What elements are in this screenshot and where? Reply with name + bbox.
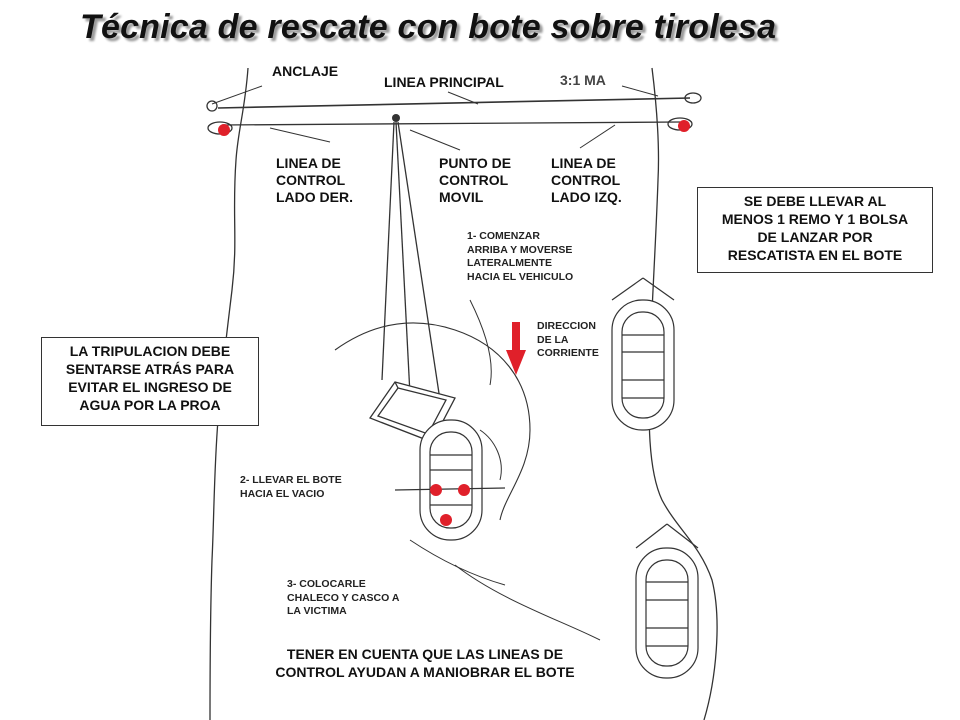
anchor-label: ANCLAJE xyxy=(272,63,339,79)
rescuer-1 xyxy=(430,484,442,496)
equipment-note-box: SE DEBE LLEVAR AL MENOS 1 REMO Y 1 BOLSA… xyxy=(697,187,933,273)
victim xyxy=(440,514,452,526)
page-title: Técnica de rescate con bote sobre tirole… xyxy=(80,8,777,46)
current-direction-arrow-icon xyxy=(506,322,526,375)
raft-middle xyxy=(394,419,506,541)
control-line-left-label: LINEA DE CONTROL LADO IZQ. xyxy=(551,155,622,205)
main-line xyxy=(217,97,691,109)
main-line-lower xyxy=(221,121,681,126)
main-line-label: LINEA PRINCIPAL xyxy=(384,74,504,90)
trolley-pulley xyxy=(392,114,400,122)
left-anchor xyxy=(206,100,233,136)
raft-right-bottom xyxy=(635,523,699,679)
current-line-5 xyxy=(454,564,601,641)
control-line-right-label: LINEA DE CONTROL LADO DER. xyxy=(276,155,353,205)
current-line-6 xyxy=(479,429,502,481)
step-1-label: 1- COMENZAR ARRIBA Y MOVERSE LATERALMENT… xyxy=(467,230,574,283)
ma-label: 3:1 MA xyxy=(560,72,606,88)
step-3-label: 3- COLOCARLE CHALECO Y CASCO A LA VICTIM… xyxy=(287,578,400,617)
crew-note-box: LA TRIPULACION DEBE SENTARSE ATRÁS PARA … xyxy=(41,337,259,426)
step-2-label: 2- LLEVAR EL BOTE HACIA EL VACIO xyxy=(240,474,342,500)
raft-right-top xyxy=(611,277,675,431)
current-line-4 xyxy=(409,539,506,586)
moving-control-point-label: PUNTO DE CONTROL MOVIL xyxy=(439,155,512,205)
control-lines-note: TENER EN CUENTA QUE LAS LINEAS DE CONTRO… xyxy=(275,646,575,680)
current-direction-label: DIRECCION DE LA CORRIENTE xyxy=(537,320,599,359)
current-line-2 xyxy=(469,299,492,386)
rescuer-2 xyxy=(458,484,470,496)
current-line-1 xyxy=(334,322,531,521)
right-anchor xyxy=(667,92,702,132)
